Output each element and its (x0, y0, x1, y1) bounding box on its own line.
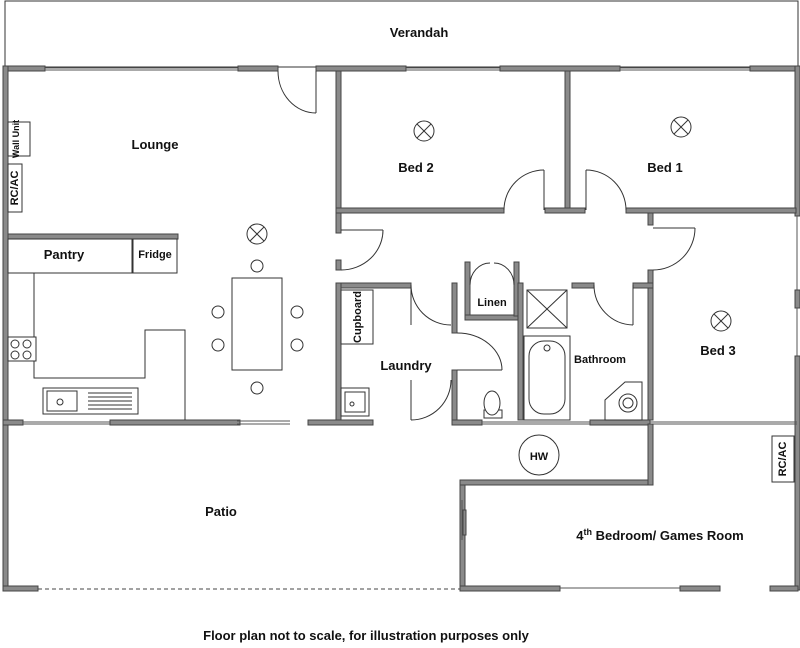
light-bed3-icon (710, 310, 732, 332)
games-room-walls (459, 423, 799, 592)
bedroom-doors (340, 169, 696, 271)
north-wall (4, 65, 799, 72)
light-lounge-icon (246, 223, 268, 245)
light-bed1-icon (670, 116, 692, 138)
toilet (483, 390, 503, 419)
south-wall (2, 419, 797, 426)
room-label-lounge: Lounge (132, 137, 179, 152)
fixture-label-fridge: Fridge (138, 249, 172, 261)
bathtub (523, 335, 571, 421)
room-label-verandah: Verandah (390, 25, 449, 40)
laundry-sink (340, 387, 370, 417)
room-label-pantry: Pantry (44, 247, 85, 262)
disclaimer-caption: Floor plan not to scale, for illustratio… (203, 628, 529, 643)
vanity (604, 381, 643, 421)
bedroom-walls (335, 70, 797, 421)
patio-area (2, 585, 460, 592)
dining-table (211, 259, 304, 395)
fixture-label-hot-water: HW (530, 451, 549, 463)
room-label-bed3: Bed 3 (700, 343, 735, 358)
room-label-bed1: Bed 1 (647, 160, 682, 175)
east-wall (794, 65, 800, 591)
rcac-right-unit (771, 435, 795, 483)
wall-unit (7, 121, 31, 157)
fixture-label-cupboard: Cupboard (352, 291, 364, 343)
west-wall (2, 65, 9, 591)
entry-door (277, 70, 317, 114)
room-label-laundry: Laundry (380, 358, 432, 373)
fixture-label-rcac-left: RC/AC (9, 171, 21, 206)
shower (526, 289, 568, 329)
cupboard-unit (340, 289, 374, 345)
room-label-bathroom: Bathroom (574, 354, 626, 366)
rcac-left-unit (7, 163, 23, 213)
service-doors (410, 262, 634, 421)
fixture-label-rcac-right: RC/AC (777, 442, 789, 477)
fixture-label-wall-unit: Wall Unit (11, 120, 21, 158)
room-label-bed2: Bed 2 (398, 160, 433, 175)
room-label-patio: Patio (205, 504, 237, 519)
room-label-linen: Linen (477, 297, 507, 309)
light-bed2-icon (413, 120, 435, 142)
room-label-games-room: 4th Bedroom/ Games Room (576, 527, 743, 543)
kitchen (7, 233, 186, 420)
hot-water-unit (518, 434, 560, 476)
